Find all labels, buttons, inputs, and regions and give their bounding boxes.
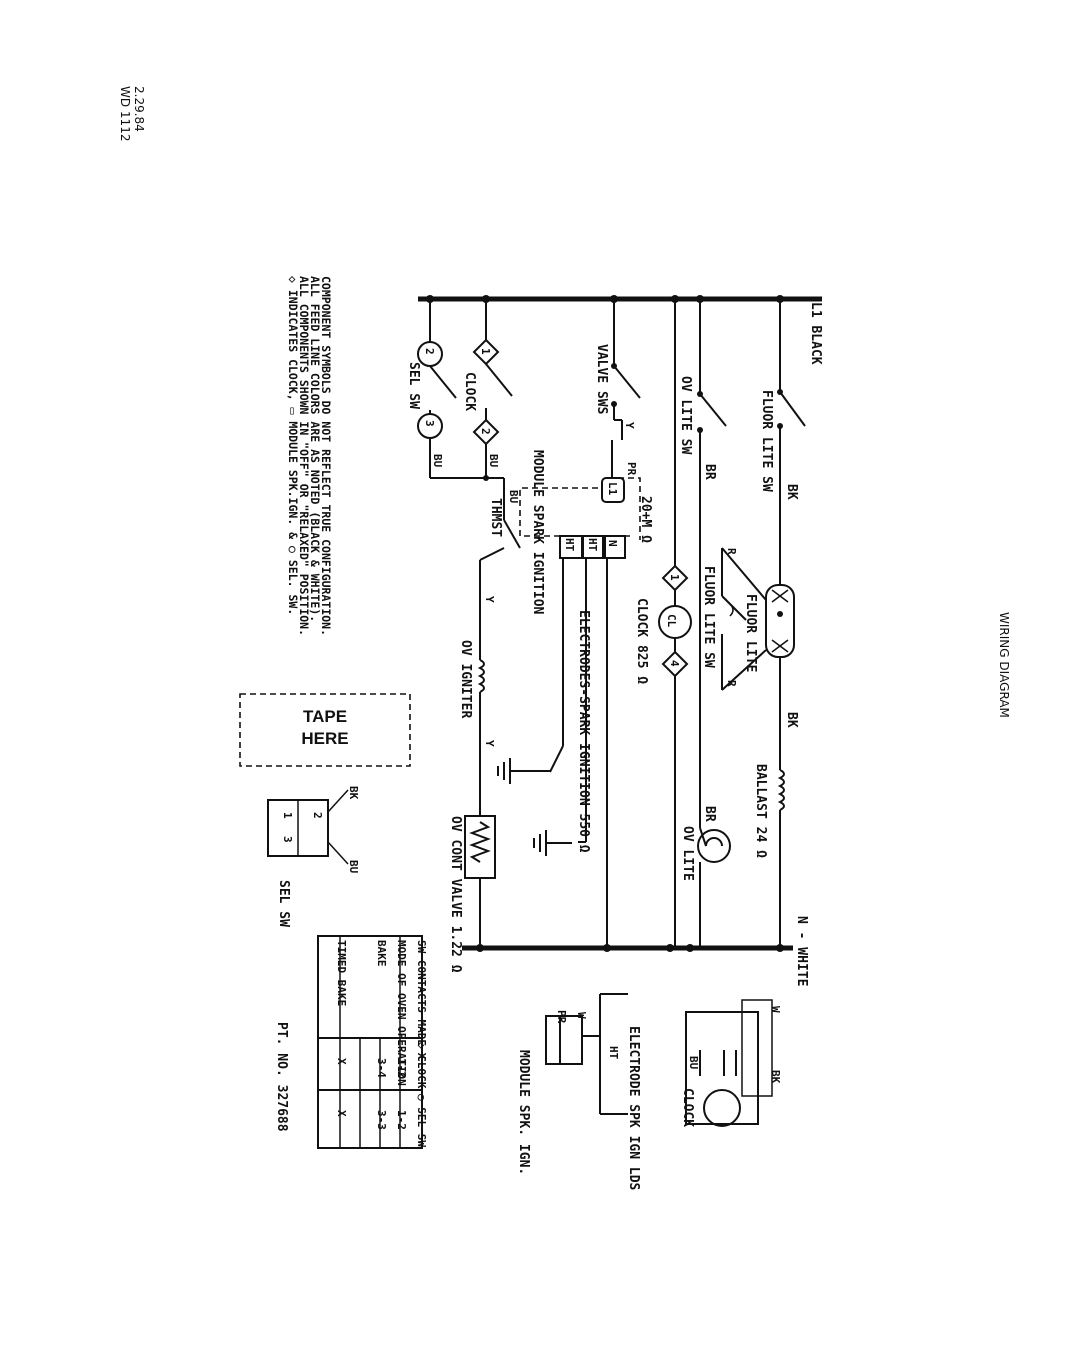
br-label-2: BR [702, 806, 717, 822]
module-inset-ht: HT [607, 1046, 620, 1060]
table-header-sel: ○ SEL SW [415, 1094, 428, 1147]
table-header-clock: ◇ CLOCK [415, 1042, 428, 1089]
table-row-1-clock: 1-2 [395, 1058, 408, 1078]
note-2: ALL FEED LINE COLORS ARE AS NOTED (BLACK… [308, 276, 322, 622]
n-terminal-label: N [606, 540, 619, 547]
table-header-contacts: SW CONTACTS MADE X [415, 940, 428, 1060]
clock-sw-label: CLOCK [462, 372, 477, 411]
clock-inset [685, 999, 773, 1127]
l1-terminal-label: L1 [606, 482, 619, 496]
bu-label-2: BU [431, 454, 444, 468]
y-label-3: Y [483, 740, 496, 747]
pr-label-1: PR [625, 462, 638, 476]
sel-inset-label: SEL SW [276, 880, 291, 927]
sel-inset-bu: BU [347, 860, 360, 874]
clock-inset-w: W [769, 1006, 782, 1013]
sel-inset-term-2: 2 [311, 812, 324, 819]
contact-table-text: SW CONTACTS MADE X ◇ CLOCK ○ SEL SW MODE… [335, 940, 428, 1147]
module-label: MODULE SPARK IGNITION [530, 450, 545, 615]
r-label-2: R [725, 680, 738, 687]
table-row-2-clock: 3-4 [375, 1058, 388, 1078]
clock-motor-symbol: CL [665, 614, 678, 628]
sel-sw-term-3: 3 [423, 420, 436, 427]
note-4: ◇ INDICATES CLOCK, ▭ MODULE SPK.IGN. & ○… [286, 276, 300, 615]
notes-block: COMPONENT SYMBOLS DO NOT REFLECT TRUE CO… [286, 276, 333, 636]
clock-sw-circuit [472, 299, 513, 478]
sel-sw-term-2: 2 [423, 348, 436, 355]
fluor-lite-sw2-label: FLUOR LITE SW [701, 566, 716, 668]
ov-igniter-label: OV IGNITER [458, 640, 473, 718]
fluor-lite-circuit [721, 299, 806, 948]
valve-sws-label: VALVE SWS [594, 344, 609, 415]
sel-inset-bk: BK [347, 786, 360, 800]
clock-sw-term-1: 1 [479, 348, 492, 355]
y-label-1: Y [623, 422, 636, 429]
tape-area [239, 693, 411, 767]
fluor-lite-label: FLUOR LITE [743, 594, 758, 672]
ov-lite-sw-label: OV LITE SW [678, 376, 693, 454]
part-number: PT. NO. 327688 [274, 1022, 289, 1132]
module-inset-pr: PR [555, 1010, 568, 1024]
header-block: 2.29.84 WD 1112 [118, 86, 146, 141]
note-1: COMPONENT SYMBOLS DO NOT REFLECT TRUE CO… [319, 276, 333, 636]
note-3: ALL COMPONENTS SHOWN IN "OFF" OR "RELAXE… [297, 276, 311, 636]
fluor-lite-sw-label: FLUOR LITE SW [759, 390, 774, 492]
table-row-3-label: TIMED BAKE [335, 940, 348, 1006]
tape-label-line-1: TAPE [303, 707, 347, 726]
electrodes-label: ELECTRODES-SPARK IGNITION 550 Ω [576, 610, 591, 853]
module-inset-w: W [575, 1012, 588, 1019]
contact-table [317, 935, 423, 1149]
ov-lite-circuit [697, 299, 731, 948]
module-res-label: 20+M Ω [638, 496, 653, 543]
l1-bus-label: L1 BLACK [808, 302, 823, 365]
sel-sw-circuit [417, 299, 521, 948]
bk-label-2: BK [784, 712, 799, 728]
diagram-title: WIRING DIAGRAM [997, 612, 1011, 718]
table-row-3-clock: X [335, 1058, 348, 1065]
clock-inset-bk: BK [769, 1070, 782, 1084]
bu-label-3: BU [507, 490, 520, 504]
header-code: WD 1112 [118, 86, 132, 141]
r-label-1: R [725, 548, 738, 555]
sel-inset-term-1: 1 [281, 812, 294, 819]
tape-label-line-2: HERE [301, 729, 348, 748]
sel-sw-label: SEL SW [406, 362, 421, 409]
clock-inset-bu: BU [687, 1056, 700, 1070]
bk-label-1: BK [784, 484, 799, 500]
clock-inset-label: CLOCK [680, 1088, 695, 1127]
ht-terminal-label-1: HT [586, 538, 599, 552]
electrode-inset-label: ELECTRODE SPK IGN LDS [626, 1026, 641, 1191]
table-row-1-label: MODE OF OVEN OPERATION [395, 940, 408, 1086]
bu-label-1: BU [487, 454, 500, 468]
ov-lite-label: OV LITE [680, 826, 695, 881]
y-label-2: Y [483, 596, 496, 603]
ov-cont-valve-label: OV CONT VALVE 1.22 Ω [448, 816, 463, 973]
ballast-label: BALLAST 24 Ω [753, 764, 768, 858]
module-inset-label: MODULE SPK. IGN. [516, 1050, 531, 1175]
module-inset [545, 993, 628, 1115]
thmst-label: THMST [488, 498, 503, 537]
table-row-3-sel: X [335, 1110, 348, 1117]
table-row-2-label: BAKE [375, 940, 388, 967]
sel-sw-inset [267, 789, 349, 865]
clock-sw-term-2: 2 [479, 428, 492, 435]
neutral-bus-label: N - WHITE [794, 916, 809, 986]
clock-term-4: 4 [668, 660, 681, 667]
ht-terminal-label-2: HT [563, 538, 576, 552]
clock-term-1: 1 [668, 574, 681, 581]
table-row-2-sel: 3-3 [375, 1110, 388, 1130]
sel-inset-term-3: 3 [281, 836, 294, 843]
clock-label: CLOCK 825 Ω [634, 598, 649, 684]
br-label-1: BR [702, 464, 717, 480]
clock-motor-circuit [658, 299, 692, 948]
table-row-1-sel: 1-2 [395, 1110, 408, 1130]
header-date: 2.29.84 [132, 86, 146, 132]
valve-sw-circuit [497, 299, 641, 948]
